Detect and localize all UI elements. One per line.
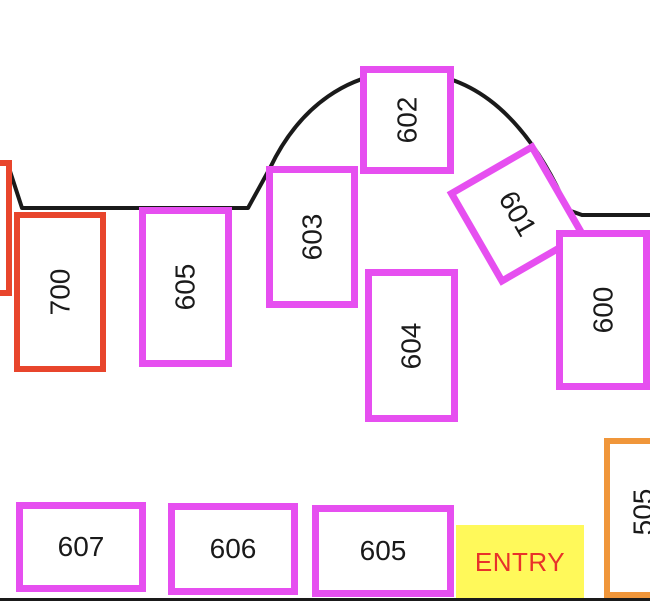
stall-505[interactable]: 505 [604,438,650,598]
stall-604-label: 604 [395,322,427,369]
stall-700-label: 700 [44,268,75,316]
stall-607[interactable]: 607 [16,502,146,592]
stall-606[interactable]: 606 [168,503,298,595]
stall-605-lower[interactable]: 605 [312,505,454,597]
stall-605-upper-label: 605 [169,263,201,311]
stall-606-label: 606 [209,533,257,564]
entry-label: ENTRY [474,547,566,577]
stall-603[interactable]: 603 [266,166,358,308]
stall-600-label: 600 [587,286,618,334]
stall-505-label: 505 [627,488,650,536]
stall-partial-left[interactable] [0,160,12,296]
stall-601-label: 601 [492,185,543,242]
bottom-boundary-line [0,598,650,601]
stall-602[interactable]: 602 [360,66,454,174]
stall-603-label: 603 [296,213,327,261]
stall-600[interactable]: 600 [556,230,650,390]
stall-605-lower-label: 605 [359,535,407,566]
entry-sign: ENTRY [456,525,584,600]
stall-607-label: 607 [57,531,105,562]
stall-602-label: 602 [391,96,422,144]
stall-700[interactable]: 700 [14,212,106,372]
stall-604[interactable]: 604 [365,269,458,422]
stall-605-upper[interactable]: 605 [139,207,232,367]
